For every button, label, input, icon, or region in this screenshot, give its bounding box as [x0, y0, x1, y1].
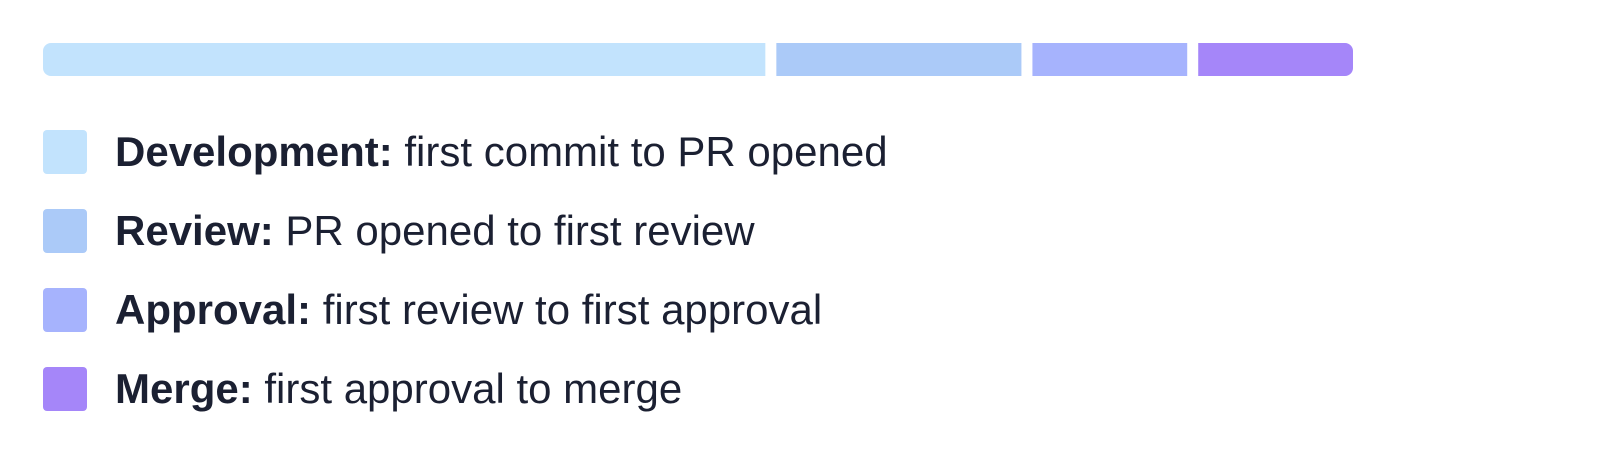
legend-desc-approval: first review to first approval: [322, 286, 823, 333]
legend-item-development: Development: first commit to PR opened: [43, 128, 888, 176]
bar-segment-approval: [1032, 43, 1188, 76]
legend-name-approval: Approval:: [115, 286, 312, 333]
stacked-bar-svg: [43, 43, 1353, 76]
legend-desc-review: PR opened to first review: [285, 207, 755, 254]
legend-name-merge: Merge:: [115, 365, 253, 412]
legend-desc-development: first commit to PR opened: [404, 128, 888, 175]
legend-item-merge: Merge: first approval to merge: [43, 365, 888, 413]
legend-swatch-merge: [43, 367, 87, 411]
legend-text-review: Review: PR opened to first review: [115, 207, 755, 255]
legend-desc-merge: first approval to merge: [264, 365, 683, 412]
legend-swatch-development: [43, 130, 87, 174]
legend-item-approval: Approval: first review to first approval: [43, 286, 888, 334]
legend-text-approval: Approval: first review to first approval: [115, 286, 822, 334]
legend-item-review: Review: PR opened to first review: [43, 207, 888, 255]
bar-segment-development: [43, 43, 766, 76]
legend-name-review: Review:: [115, 207, 274, 254]
legend-swatch-review: [43, 209, 87, 253]
legend-swatch-approval: [43, 288, 87, 332]
legend: Development: first commit to PR opened R…: [43, 128, 888, 413]
bar-segment-review: [776, 43, 1022, 76]
bar-segment-merge: [1198, 43, 1353, 76]
legend-text-merge: Merge: first approval to merge: [115, 365, 682, 413]
legend-name-development: Development:: [115, 128, 393, 175]
legend-text-development: Development: first commit to PR opened: [115, 128, 888, 176]
stacked-bar: [43, 43, 1353, 76]
